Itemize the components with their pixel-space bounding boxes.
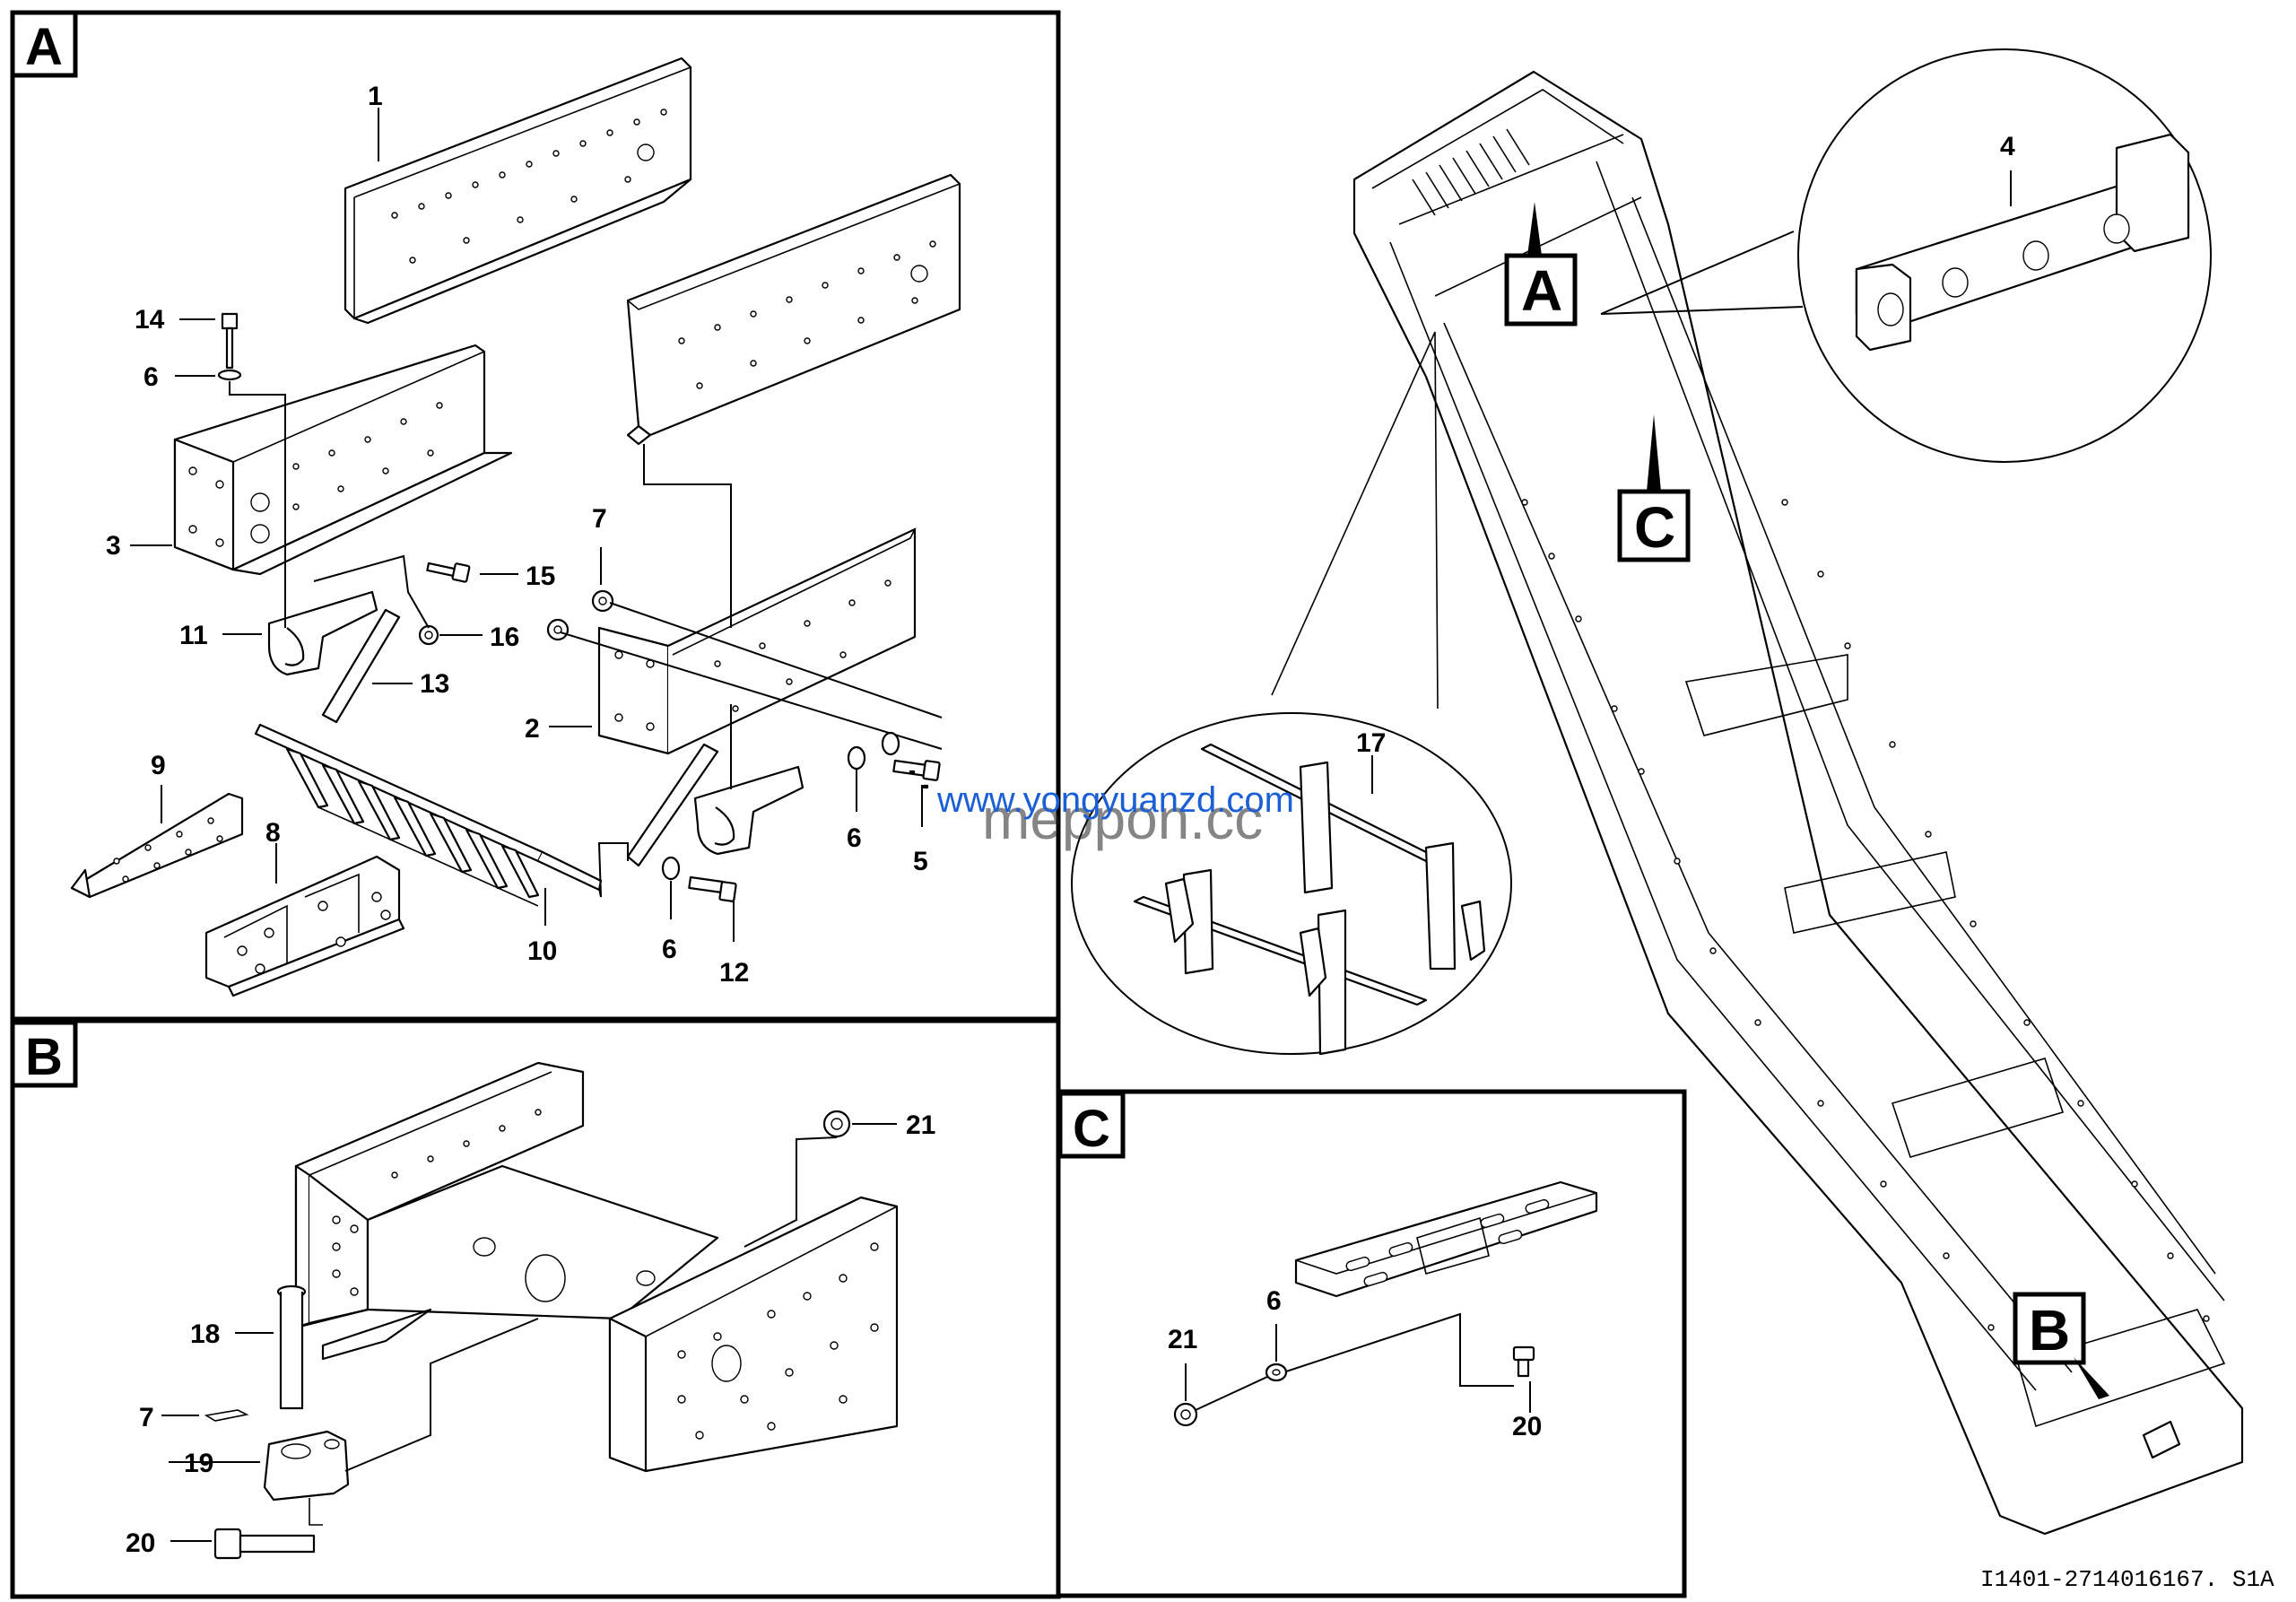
callout-2: 2 bbox=[525, 714, 540, 744]
part-3-crossmember bbox=[173, 344, 513, 576]
part-21-nut-b bbox=[822, 1110, 851, 1138]
svg-text:C: C bbox=[1634, 495, 1675, 560]
callout-16: 16 bbox=[490, 623, 519, 652]
callout-6-bottom: 6 bbox=[662, 935, 677, 964]
part-mount-plate-c bbox=[1294, 1180, 1598, 1298]
callout-17: 17 bbox=[1356, 728, 1386, 758]
part-19-hook bbox=[263, 1430, 350, 1526]
part-5-bolts bbox=[847, 731, 941, 789]
callout-14: 14 bbox=[135, 305, 165, 335]
callout-6-top: 6 bbox=[144, 362, 159, 392]
ladder-rungs bbox=[1412, 128, 1530, 216]
callout-7-top: 7 bbox=[592, 504, 607, 534]
panel-a: A bbox=[10, 10, 1061, 1022]
callout-4: 4 bbox=[2000, 132, 2015, 161]
panel-c: C 21 6 bbox=[1056, 1089, 1687, 1598]
part-rail-long bbox=[626, 173, 961, 446]
part-12-bolt bbox=[661, 856, 737, 902]
detail-ellipse-17: 17 bbox=[1071, 331, 1512, 1056]
panel-c-border bbox=[1056, 1089, 1687, 1598]
panel-c-badge-box bbox=[1057, 1091, 1126, 1159]
panel-c-badge: C bbox=[1073, 1100, 1110, 1158]
callout-12: 12 bbox=[719, 958, 749, 988]
part-14-bolt bbox=[217, 312, 242, 381]
part-7-clip bbox=[204, 1409, 249, 1422]
callout-6-right: 6 bbox=[847, 823, 862, 853]
part-9-bracket bbox=[70, 792, 244, 899]
callout-13: 13 bbox=[420, 669, 449, 699]
callout-11: 11 bbox=[179, 621, 208, 650]
frame-badge-a: A bbox=[1504, 202, 1578, 326]
callout-19: 19 bbox=[184, 1449, 213, 1478]
part-10-stepbar bbox=[254, 723, 603, 907]
svg-text:A: A bbox=[1521, 258, 1562, 323]
callout-18: 18 bbox=[190, 1319, 220, 1349]
part-1-rail bbox=[344, 57, 692, 325]
part-20-bolt-c bbox=[1512, 1345, 1535, 1378]
callout-8: 8 bbox=[265, 818, 281, 848]
frame-badge-b: B bbox=[2013, 1292, 2109, 1399]
panel-b-badge: B bbox=[25, 1028, 63, 1086]
frame-holes bbox=[1521, 499, 2210, 1331]
part-13-strap bbox=[321, 608, 401, 724]
watermark: meppon.cc www.yongyuanzd.com bbox=[936, 780, 1294, 851]
panel-a-badge-box bbox=[10, 10, 78, 78]
part-7-nuts bbox=[546, 589, 614, 641]
callout-9: 9 bbox=[151, 751, 166, 780]
rear-tow-hook bbox=[2142, 1420, 2181, 1459]
part-hook-lower bbox=[626, 743, 804, 867]
rear-crossmember bbox=[294, 1061, 899, 1473]
part-21-nut-c bbox=[1173, 1402, 1198, 1427]
callout-21-c: 21 bbox=[1168, 1325, 1197, 1354]
part-11-hook bbox=[267, 590, 378, 676]
part-20-bolt-b bbox=[213, 1528, 316, 1560]
callout-1: 1 bbox=[368, 82, 383, 111]
part-15-bolt bbox=[426, 562, 471, 583]
part-6-washer-c bbox=[1265, 1363, 1288, 1382]
callout-7-b: 7 bbox=[139, 1403, 154, 1432]
part-18-pin bbox=[276, 1284, 307, 1410]
detail-circle-4: 4 bbox=[1600, 48, 2212, 463]
callout-20-b: 20 bbox=[126, 1528, 155, 1558]
crossmembers bbox=[1684, 654, 2226, 1428]
callouts-a: 1 14 6 3 15 16 11 13 7 2 9 8 6 bbox=[106, 82, 928, 988]
frame-badge-c: C bbox=[1617, 414, 1691, 562]
part-2-plate bbox=[597, 527, 917, 755]
callout-5: 5 bbox=[913, 847, 928, 876]
panel-b-badge-box bbox=[10, 1020, 78, 1088]
panel-a-badge: A bbox=[25, 18, 63, 76]
chassis-frame bbox=[1352, 70, 2244, 1536]
svg-text:B: B bbox=[2029, 1298, 2070, 1363]
part-8-bracket bbox=[204, 855, 405, 997]
watermark-url: www.yongyuanzd.com bbox=[936, 780, 1294, 820]
part-17-assembly bbox=[1133, 743, 1486, 1056]
drawing-code: I1401-2714016167. S1A bbox=[1980, 1566, 2274, 1593]
callout-15: 15 bbox=[526, 562, 555, 591]
panel-b: B bbox=[10, 1018, 1061, 1599]
callout-21-b: 21 bbox=[906, 1110, 935, 1140]
part-16-nut bbox=[418, 624, 439, 646]
callout-6-c: 6 bbox=[1266, 1286, 1282, 1316]
callout-3: 3 bbox=[106, 531, 121, 561]
callout-10: 10 bbox=[527, 936, 557, 966]
callout-20-c: 20 bbox=[1512, 1412, 1542, 1441]
watermark-logo: meppon.cc bbox=[982, 787, 1263, 851]
